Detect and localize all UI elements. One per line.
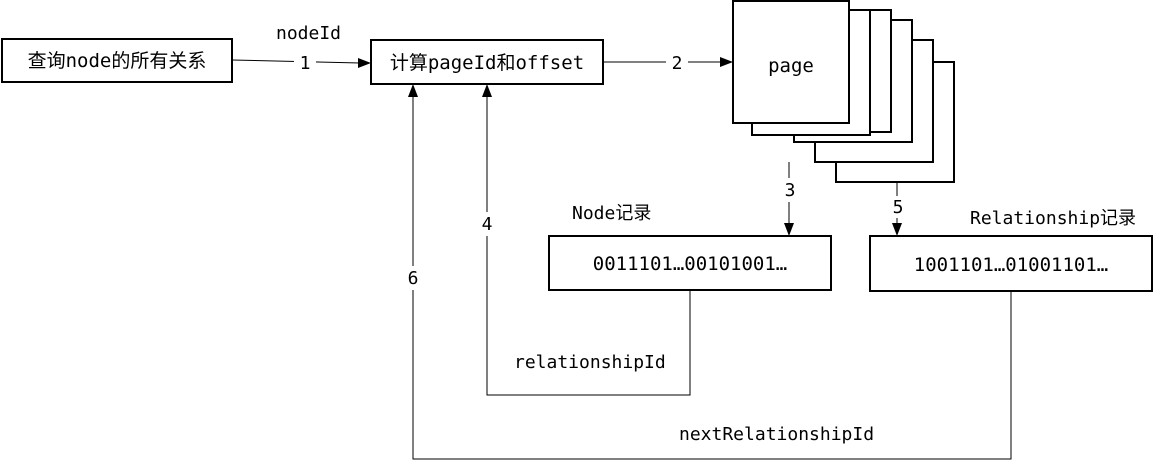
edge-5-to-relationship-record: 5 — [887, 182, 909, 236]
edge-5-step: 5 — [893, 197, 904, 218]
edge-6-step: 6 — [408, 268, 419, 289]
compute-page-offset-label: 计算pageId和offset — [390, 52, 584, 74]
query-node-label: 查询node的所有关系 — [28, 50, 207, 72]
edge-3-to-node-record: 3 — [779, 162, 801, 236]
edge-2-to-page: 2 — [603, 51, 733, 74]
relationship-record-title: Relationship记录 — [970, 208, 1136, 229]
page-stack — [732, 0, 955, 183]
edge-1-step: 1 — [300, 53, 311, 74]
query-node-box — [1, 38, 233, 83]
compute-page-offset-box — [370, 39, 604, 85]
node-record-title: Node记录 — [572, 203, 651, 224]
node-record-value: 0011101…00101001… — [593, 253, 787, 275]
relationship-record-box — [869, 235, 1153, 292]
edge-6-label: nextRelationshipId — [679, 424, 874, 445]
edge-2-step: 2 — [672, 53, 683, 74]
relationship-record-value: 1001101…01001101… — [914, 254, 1108, 276]
edge-1-label: nodeId — [276, 23, 341, 44]
edge-4-step: 4 — [482, 214, 493, 235]
edge-1-nodeid: 1 nodeId — [231, 23, 371, 74]
edge-4-label: relationshipId — [514, 352, 666, 373]
page-label: page — [768, 55, 814, 77]
edge-3-step: 3 — [785, 180, 796, 201]
edge-6-next-relationshipid: 6 nextRelationshipId — [401, 84, 1012, 460]
edge-4-relationshipid: 4 relationshipId — [475, 84, 691, 396]
